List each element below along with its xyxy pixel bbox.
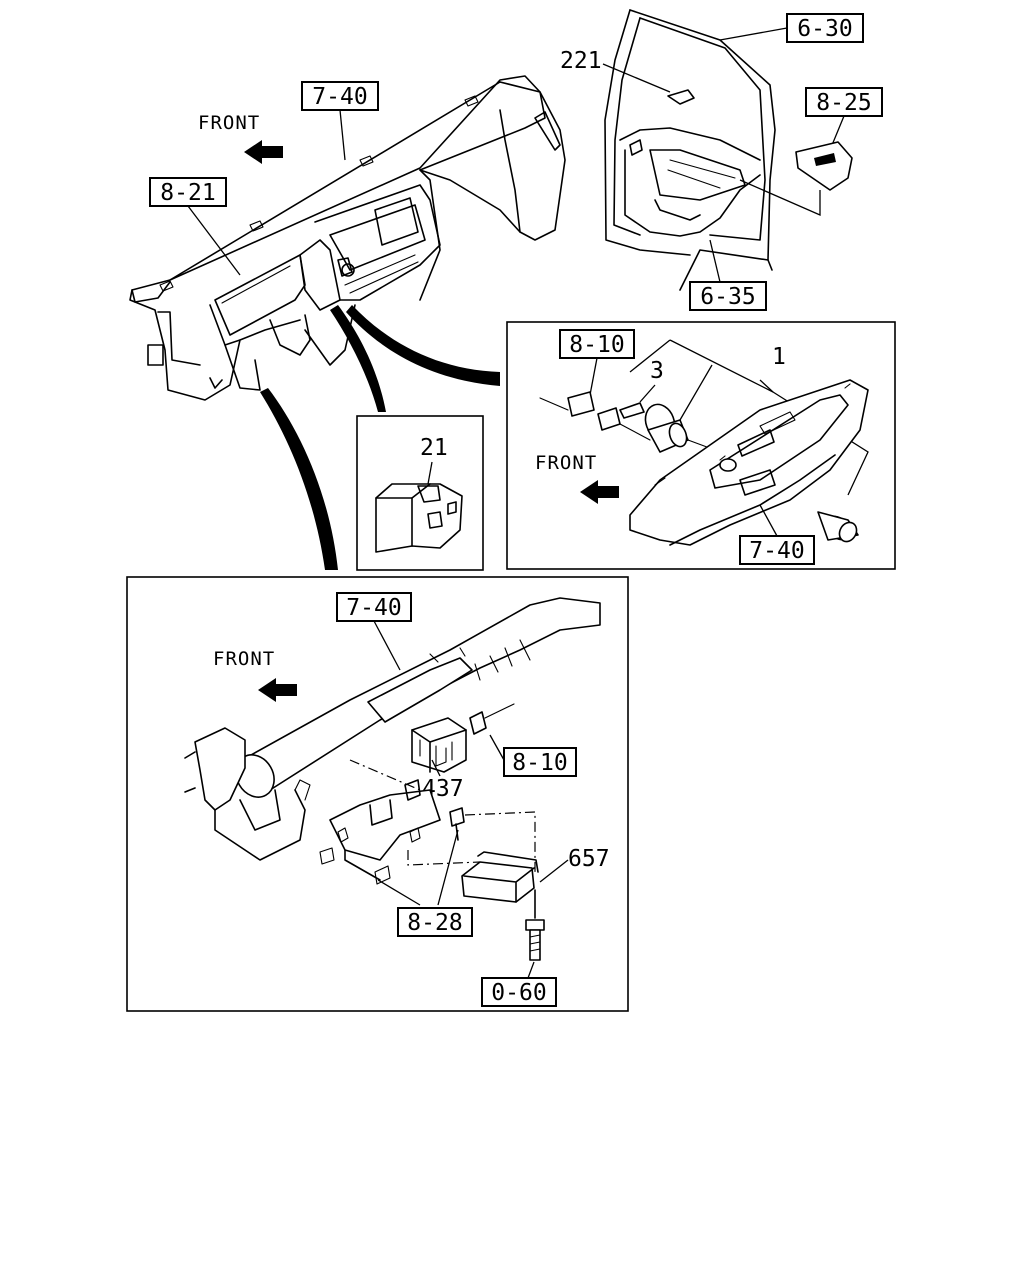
- arrow-left-icon: [258, 678, 297, 702]
- front-arrow-top: FRONT: [198, 112, 283, 164]
- front-label: FRONT: [198, 112, 260, 134]
- ref-box-8-21: 8-21: [149, 177, 241, 276]
- ref-label: 7-40: [312, 84, 367, 110]
- ref-box-6-35: 6-35: [689, 239, 767, 311]
- door-assembly: [602, 9, 776, 291]
- front-label: FRONT: [213, 648, 275, 670]
- arrow-left-icon: [244, 140, 283, 164]
- pointer-to-detail-1: [346, 305, 500, 386]
- pointer-to-detail-2: [330, 305, 386, 412]
- pointer-to-detail-3: [260, 388, 338, 570]
- part-number-3: 3: [650, 358, 664, 384]
- ref-label: 6-30: [797, 16, 852, 42]
- ref-label: 8-10: [512, 750, 567, 776]
- ref-box-8-25: 8-25: [739, 87, 883, 216]
- ref-label: 7-40: [346, 595, 401, 621]
- ref-label: 0-60: [491, 980, 546, 1006]
- detail-box-3: 7-40 FRONT 437 8-10: [126, 576, 629, 1012]
- dashboard-assembly: [129, 75, 566, 401]
- ref-label: 8-25: [816, 90, 871, 116]
- part-number-1: 1: [772, 344, 786, 370]
- ref-label: 8-10: [569, 332, 624, 358]
- arrow-left-icon: [580, 480, 619, 504]
- detail-box-2: 21: [356, 415, 484, 571]
- part-number-21: 21: [420, 435, 448, 461]
- ref-box-6-30: 6-30: [719, 13, 864, 43]
- ref-label: 8-21: [160, 180, 215, 206]
- ref-label: 8-28: [407, 910, 462, 936]
- part-number-657: 657: [568, 846, 610, 872]
- front-label: FRONT: [535, 452, 597, 474]
- part-number-221: 221: [560, 48, 602, 74]
- ref-label: 7-40: [749, 538, 804, 564]
- ref-box-top-7-40: 7-40: [301, 81, 379, 161]
- ref-label: 6-35: [700, 284, 755, 310]
- detail-box-1: 8-10 3 1 FRONT: [506, 321, 896, 570]
